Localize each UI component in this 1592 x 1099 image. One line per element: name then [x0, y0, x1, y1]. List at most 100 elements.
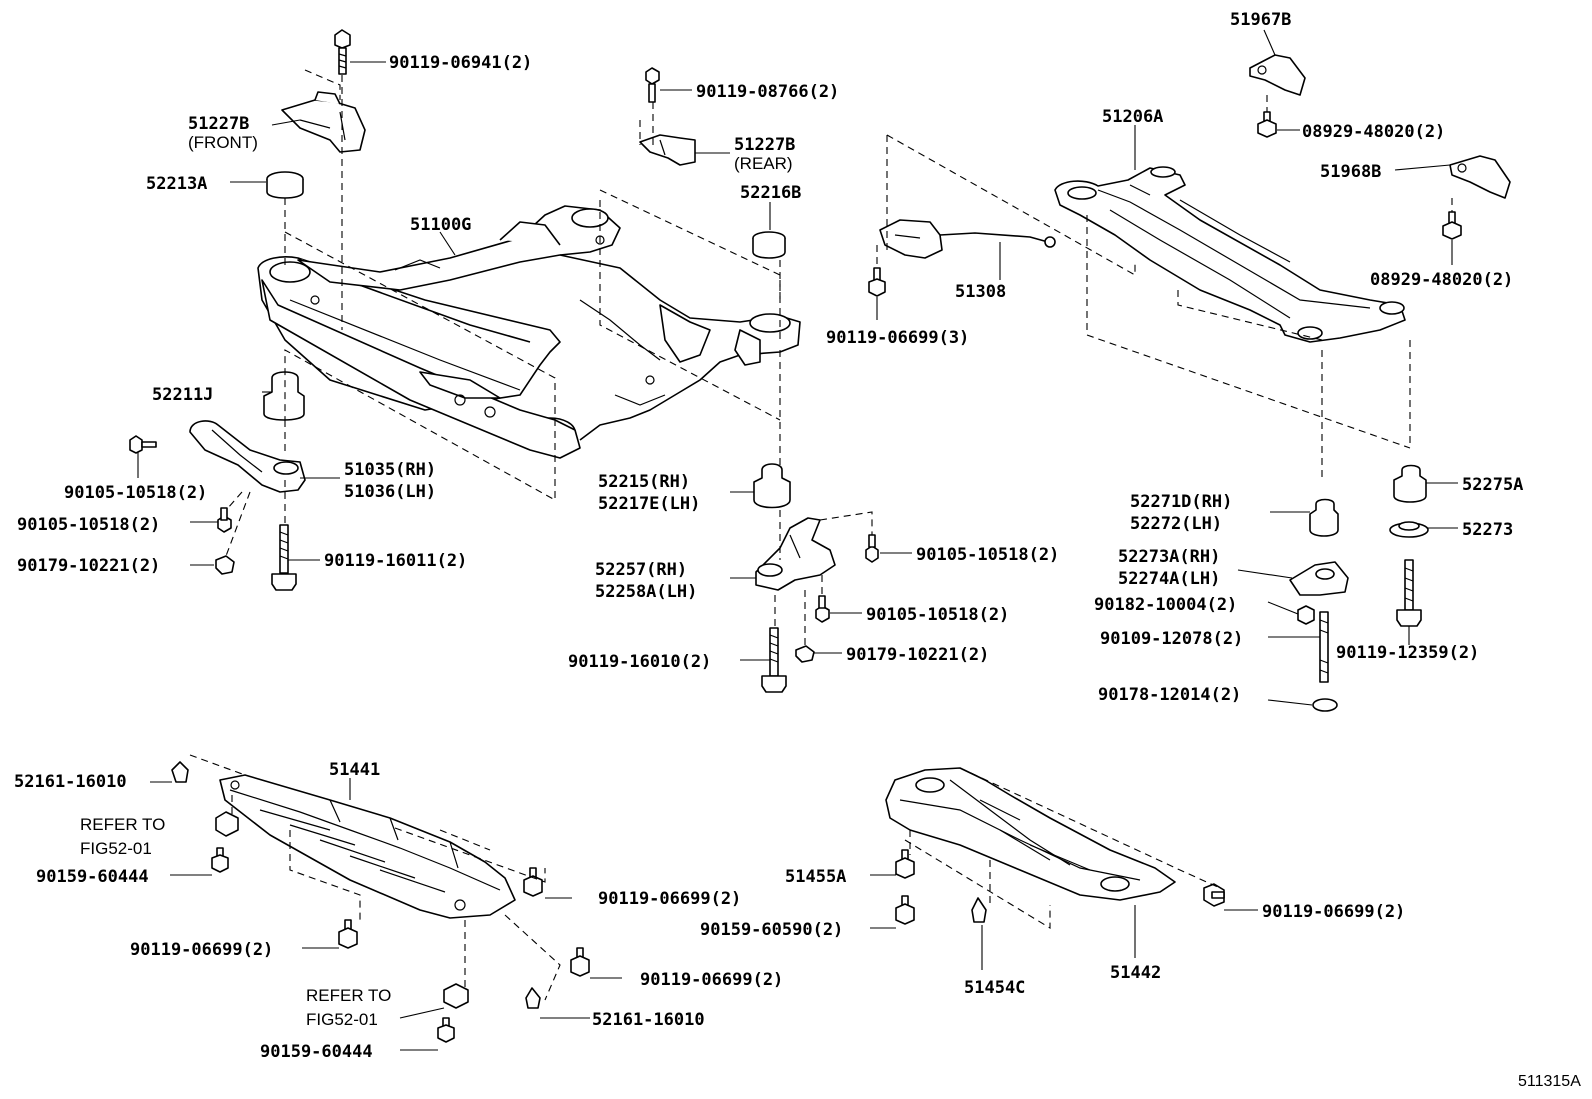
label-52271d: 52271D(RH): [1130, 492, 1232, 512]
clip-51454c: [971, 897, 987, 923]
bushing-52275a: [1393, 464, 1427, 503]
bolt-90159-60590: [895, 895, 915, 925]
label-90119-16010: 90119-16010(2): [568, 652, 711, 672]
clip-52161-16010-b: [525, 987, 541, 1009]
label-52272: 52272(LH): [1130, 514, 1222, 534]
diagram-id: 511315A: [1518, 1073, 1581, 1090]
bracket-51035-51036: [189, 420, 306, 493]
nut-fig52-01-a: [215, 811, 239, 837]
bolt-90119-12359: [1396, 559, 1422, 627]
label-52215: 52215(RH): [598, 472, 690, 492]
bolt-90119-06941: [334, 29, 351, 75]
label-90182-10004: 90182-10004(2): [1094, 595, 1237, 615]
stud-90109-12078: [1319, 611, 1329, 683]
bracket-51227b-rear: [639, 134, 696, 166]
bushing-52271d: [1309, 498, 1339, 537]
bushing-52216b: [752, 231, 786, 259]
stopper-52273a: [1289, 561, 1349, 596]
bolt-90119-06699-3: [868, 267, 886, 297]
label-51206a: 51206A: [1102, 107, 1163, 127]
front-crossmember-51100g: [257, 205, 801, 459]
label-52275a: 52275A: [1462, 475, 1523, 495]
bracket-52257: [755, 517, 836, 591]
label-51100g: 51100G: [410, 215, 471, 235]
label-refer-to-a: REFER TO: [80, 815, 165, 834]
label-90159-60444-a: 90159-60444: [36, 867, 149, 887]
guide-lines: [189, 69, 1453, 1001]
bolt-90159-60444-a: [211, 847, 229, 873]
nut-90179-10221-b: [795, 645, 815, 663]
label-51036: 51036(LH): [344, 482, 436, 502]
label-08929-48020-a: 08929-48020(2): [1302, 122, 1445, 142]
nut-90179-10221-a: [215, 555, 235, 575]
bolt-08929-48020-b: [1442, 211, 1462, 240]
label-51441: 51441: [329, 760, 380, 780]
label-90159-60590: 90159-60590(2): [700, 920, 843, 940]
label-51442: 51442: [1110, 963, 1161, 983]
label-90119-06699-d: 90119-06699(2): [1262, 902, 1405, 922]
washer-52273: [1389, 521, 1429, 538]
bolt-90159-60444-b: [437, 1017, 455, 1043]
label-52258a: 52258A(LH): [595, 582, 697, 602]
label-52217e: 52217E(LH): [598, 494, 700, 514]
label-52213a: 52213A: [146, 174, 207, 194]
label-refer-to-b: REFER TO: [306, 986, 391, 1005]
bolt-90119-06699-d: [1203, 883, 1225, 907]
under-cover-51441: [219, 774, 516, 919]
label-51967b: 51967B: [1230, 10, 1291, 30]
part-labels: 90119-06941(2) 51227B (FRONT) 52213A 511…: [14, 10, 1581, 1090]
label-90119-06941: 90119-06941(2): [389, 53, 532, 73]
label-51227b-rear: 51227B: [734, 135, 795, 155]
nut-90178-12014: [1312, 698, 1338, 712]
label-90105-10518-b: 90105-10518(2): [17, 515, 160, 535]
bolt-90119-08766: [645, 67, 660, 103]
leader-lines: [137, 29, 1458, 1051]
bolt-90119-06699-c: [570, 947, 590, 977]
label-51455a: 51455A: [785, 867, 846, 887]
label-90119-12359: 90119-12359(2): [1336, 643, 1479, 663]
label-90105-10518-c: 90105-10518(2): [916, 545, 1059, 565]
label-90109-12078: 90109-12078(2): [1100, 629, 1243, 649]
label-52216b: 52216B: [740, 183, 801, 203]
label-51308: 51308: [955, 282, 1006, 302]
bolt-51455a: [895, 849, 915, 879]
clip-52161-16010-a: [171, 761, 189, 783]
label-51454c: 51454C: [964, 978, 1025, 998]
label-90119-06699-a: 90119-06699(2): [598, 889, 741, 909]
label-08929-48020-b: 08929-48020(2): [1370, 270, 1513, 290]
rear-crossmember-51206a: [1054, 166, 1406, 343]
stabilizer-51308: [879, 219, 1056, 259]
under-cover-51442: [885, 767, 1176, 901]
label-rear: (REAR): [734, 154, 793, 173]
label-90119-16011: 90119-16011(2): [324, 551, 467, 571]
bracket-51227b-front: [281, 91, 366, 153]
label-52161-16010-b: 52161-16010: [592, 1010, 705, 1030]
label-90119-06699-3: 90119-06699(3): [826, 328, 969, 348]
bushing-52215: [753, 463, 791, 509]
bushing-52213a: [266, 171, 304, 199]
label-51968b: 51968B: [1320, 162, 1381, 182]
label-52273: 52273: [1462, 520, 1513, 540]
label-front: (FRONT): [188, 133, 258, 152]
bushing-52211j: [263, 371, 305, 421]
label-90119-08766: 90119-08766(2): [696, 82, 839, 102]
label-52273a: 52273A(RH): [1118, 547, 1220, 567]
bolt-90105-10518-b: [217, 507, 232, 533]
label-90105-10518-a: 90105-10518(2): [64, 483, 207, 503]
label-fig52-01-b: FIG52-01: [306, 1010, 378, 1029]
label-fig52-01-a: FIG52-01: [80, 839, 152, 858]
label-90159-60444-b: 90159-60444: [260, 1042, 373, 1062]
label-90179-10221-b: 90179-10221(2): [846, 645, 989, 665]
label-52161-16010-a: 52161-16010: [14, 772, 127, 792]
label-51035: 51035(RH): [344, 460, 436, 480]
label-52211j: 52211J: [152, 385, 213, 405]
label-52274a: 52274A(LH): [1118, 569, 1220, 589]
bolt-90119-16011: [271, 524, 297, 591]
label-90179-10221-a: 90179-10221(2): [17, 556, 160, 576]
bolt-90105-10518-c: [865, 534, 879, 563]
label-51227b-front: 51227B: [188, 114, 249, 134]
bolt-90105-10518-a: [129, 435, 157, 454]
label-90119-06699-b: 90119-06699(2): [130, 940, 273, 960]
bolt-90119-16010: [761, 627, 787, 693]
